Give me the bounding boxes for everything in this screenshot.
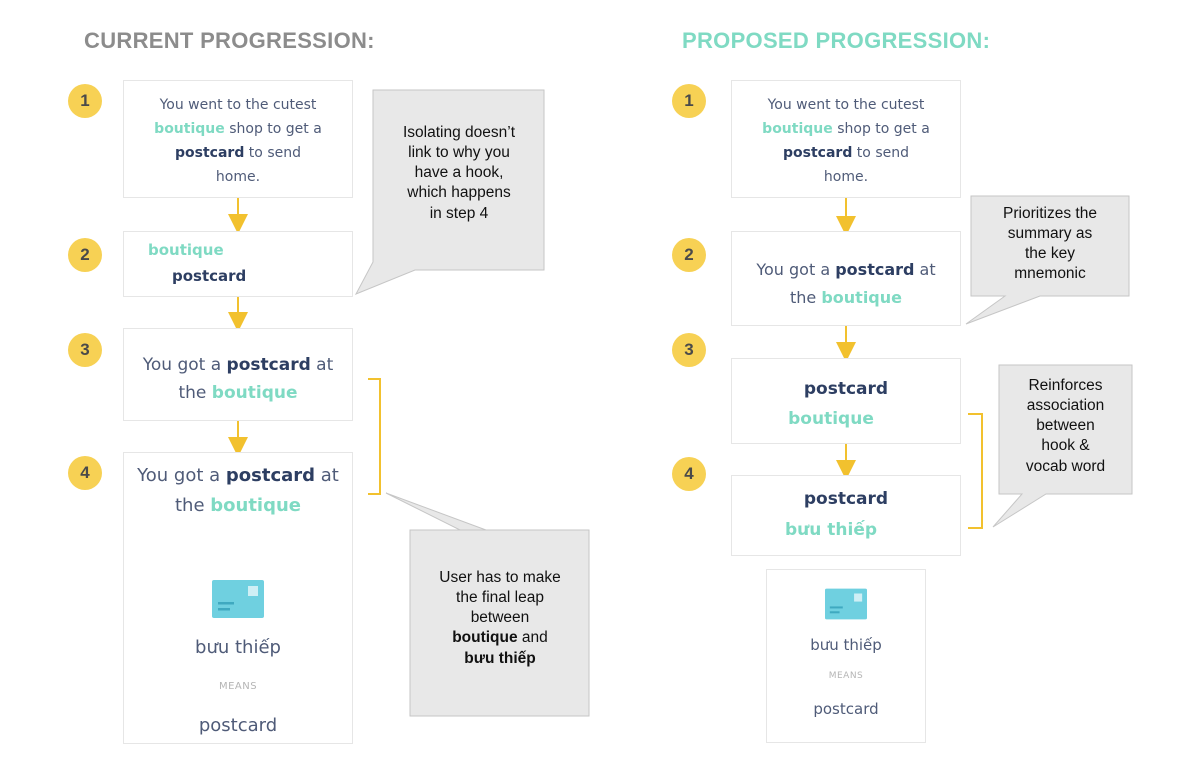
step-badge-1: 1	[68, 84, 102, 118]
translation-word: postcard	[198, 715, 278, 736]
story-line-3: postcard to send	[783, 145, 909, 161]
callout-current-bottom-text: User has to make the final leap between …	[439, 569, 561, 667]
postcard-icon	[212, 580, 264, 618]
callout-proposed-bottom-shape	[992, 364, 1133, 528]
callout-proposed-bottom-text: Reinforces association between hook & vo…	[1025, 377, 1106, 475]
story-line-1: You went to the cutest	[159, 97, 317, 113]
paired-word-vocab: bưu thiếp	[784, 520, 878, 540]
step-badge-3: 3	[68, 333, 102, 367]
callout-proposed-top-shape	[965, 195, 1130, 325]
summary-line-2: the boutique	[178, 383, 298, 403]
heading-current-progression: CURRENT PROGRESSION:	[84, 28, 375, 53]
proposed-flashcard: bưu thiếp MEANS postcard	[766, 569, 926, 743]
means-label: MEANS	[218, 681, 258, 692]
story-line-4: home.	[215, 169, 261, 185]
means-label: MEANS	[828, 671, 864, 681]
vocab-word: bưu thiếp	[195, 637, 281, 658]
translation-word: postcard	[813, 700, 879, 718]
proposed-step3-card: postcard boutique	[731, 358, 961, 444]
step-badge-2: 2	[68, 238, 102, 272]
story-line-3: postcard to send	[175, 145, 301, 161]
summary-line-1: You got a postcard at	[137, 465, 339, 486]
current-step4-card: You got a postcard at the boutique bưu t…	[123, 452, 353, 744]
proposed-step1-card: You went to the cutest boutique shop to …	[731, 80, 961, 198]
story-line-4: home.	[823, 169, 869, 185]
summary-line-2: the boutique	[789, 288, 902, 307]
callout-proposed-top-text: Prioritizes the summary as the key mnemo…	[1003, 205, 1097, 283]
callout-current-bottom-shape	[385, 492, 590, 717]
step-badge-1: 1	[672, 84, 706, 118]
vocab-word: bưu thiếp	[810, 636, 882, 654]
postcard-icon	[825, 588, 867, 620]
isolated-word-postcard: postcard	[172, 267, 247, 285]
story-line-2: boutique shop to get a	[154, 121, 322, 137]
isolated-word-boutique: boutique	[148, 241, 224, 259]
story-line-1: You went to the cutest	[767, 97, 925, 113]
proposed-step4-card: postcard bưu thiếp	[731, 475, 961, 556]
proposed-step2-card: You got a postcard at the boutique	[731, 231, 961, 326]
paired-word-postcard: postcard	[803, 379, 889, 399]
callout-current-top-text: Isolating doesn’t link to why you have a…	[402, 124, 516, 222]
summary-line-2: the boutique	[174, 495, 301, 516]
current-step1-card: You went to the cutest boutique shop to …	[123, 80, 353, 198]
step-badge-4: 4	[672, 457, 706, 491]
bracket-current-3-4	[368, 378, 381, 495]
step-badge-4: 4	[68, 456, 102, 490]
heading-proposed-progression: PROPOSED PROGRESSION:	[682, 28, 991, 53]
current-step2-card: boutique postcard	[123, 231, 353, 297]
paired-word-boutique: boutique	[788, 409, 874, 429]
bracket-proposed-3-4	[968, 413, 983, 529]
step-badge-2: 2	[672, 238, 706, 272]
summary-line-1: You got a postcard at	[142, 355, 334, 375]
paired-word-postcard: postcard	[803, 489, 889, 509]
current-step3-card: You got a postcard at the boutique	[123, 328, 353, 421]
callout-current-top-shape	[354, 89, 545, 295]
story-line-2: boutique shop to get a	[762, 121, 930, 137]
step-badge-3: 3	[672, 333, 706, 367]
summary-line-1: You got a postcard at	[756, 260, 936, 279]
